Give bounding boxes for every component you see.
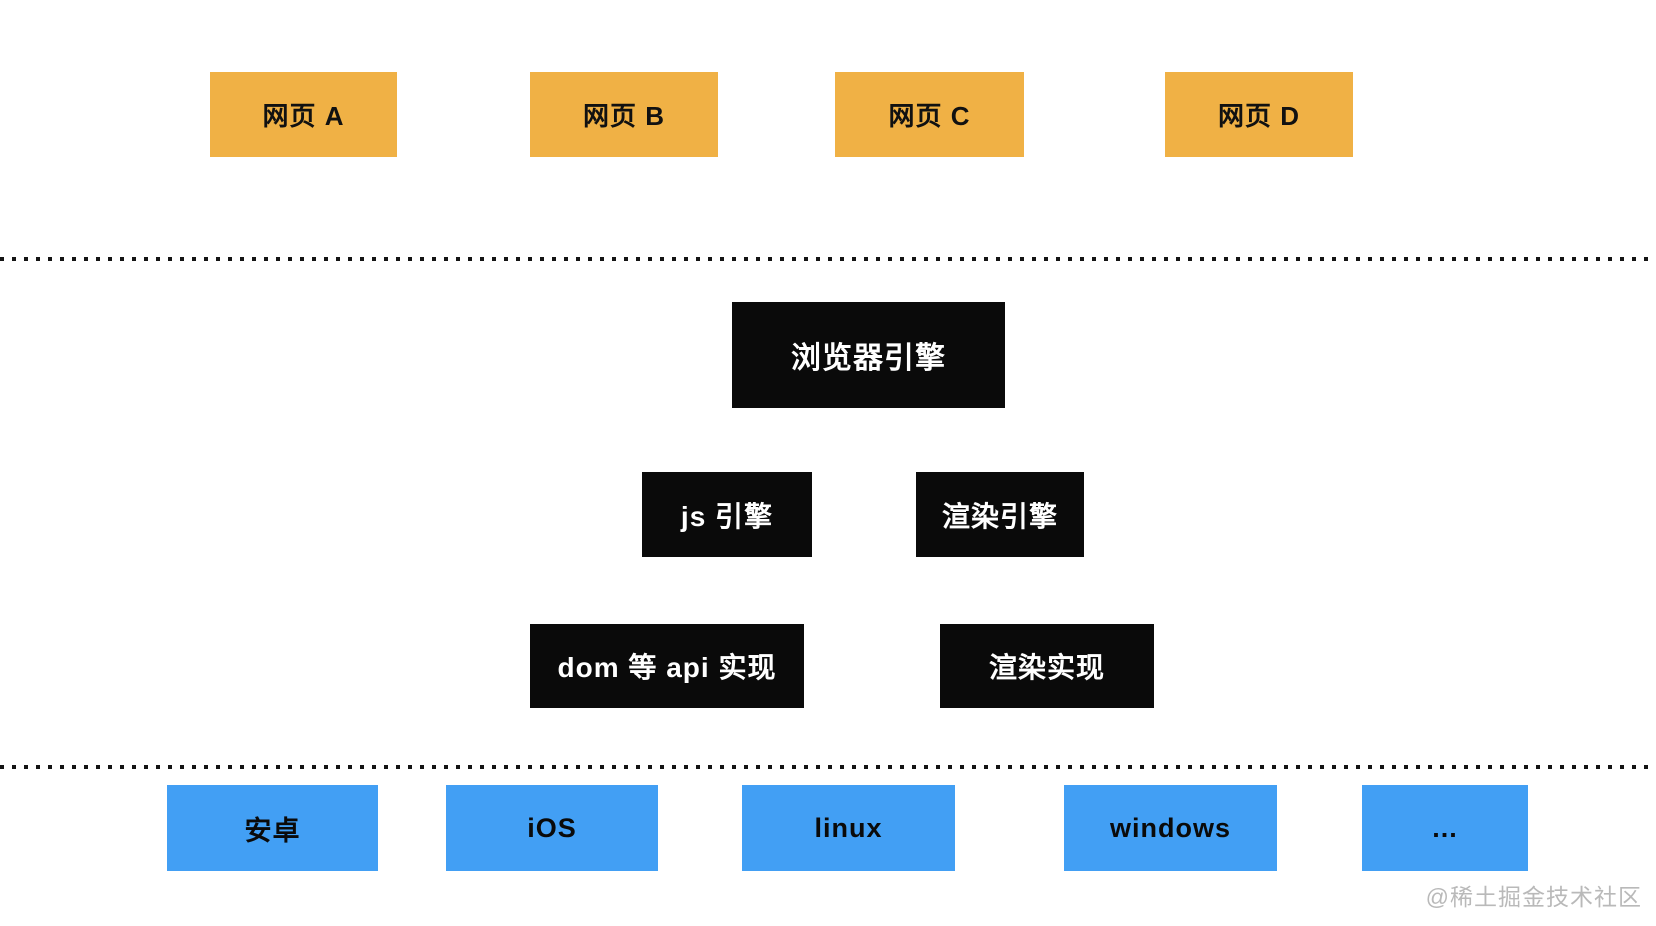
webpage-a-box: 网页 A — [210, 72, 397, 157]
platform-windows-box: windows — [1064, 785, 1277, 871]
webpage-d-box: 网页 D — [1165, 72, 1353, 157]
dom-api-implementation-box: dom 等 api 实现 — [530, 624, 804, 708]
browser-engine-box: 浏览器引擎 — [732, 302, 1005, 408]
render-implementation-box: 渲染实现 — [940, 624, 1154, 708]
platform-ellipsis-box: ... — [1362, 785, 1528, 871]
lower-dotted-divider — [0, 765, 1656, 769]
platform-android-box: 安卓 — [167, 785, 378, 871]
platform-linux-box: linux — [742, 785, 955, 871]
upper-dotted-divider — [0, 257, 1656, 261]
platform-ios-box: iOS — [446, 785, 658, 871]
juejin-watermark: @稀土掘金技术社区 — [1425, 884, 1642, 910]
webpage-c-box: 网页 C — [835, 72, 1024, 157]
js-engine-box: js 引擎 — [642, 472, 812, 557]
render-engine-box: 渲染引擎 — [916, 472, 1084, 557]
webpage-b-box: 网页 B — [530, 72, 718, 157]
